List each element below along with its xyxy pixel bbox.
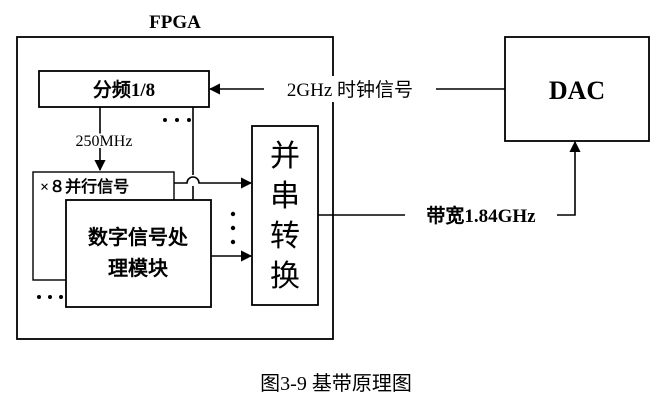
divider-box	[38, 70, 210, 108]
serializer-char-3: 转	[270, 220, 300, 253]
dac-label: DAC	[549, 76, 605, 105]
serializer-char-1: 并	[270, 140, 300, 173]
dot	[59, 295, 63, 299]
dsp-box	[65, 199, 212, 308]
dot	[187, 118, 191, 122]
clock-label-bg	[264, 76, 436, 102]
clock-label: 2GHz 时钟信号	[287, 79, 413, 101]
serializer-char-2: 串	[270, 180, 300, 213]
dsp-line-2: 理模块	[108, 256, 169, 280]
dot	[37, 295, 41, 299]
freq-250-label: 250MHz	[76, 133, 133, 150]
serializer-char-4: 换	[270, 260, 300, 293]
dot	[48, 295, 52, 299]
caption: 图3-9 基带原理图	[260, 372, 412, 395]
dac-box	[504, 36, 650, 142]
dot	[230, 239, 236, 245]
divider-label: 分频1/8	[93, 78, 155, 101]
dot	[230, 225, 236, 231]
fpga-label: FPGA	[149, 12, 201, 33]
parallel-to-serializer-arrow	[174, 176, 253, 189]
bandwidth-label: 带宽1.84GHz	[426, 204, 536, 227]
serializer-to-dac-arrow	[318, 140, 581, 216]
bandwidth-label-bg	[405, 201, 557, 229]
dsp-line-1: 数字信号处	[88, 225, 189, 249]
dot	[230, 211, 236, 217]
dot	[175, 118, 179, 122]
parallel-label: ×８并行信号	[40, 177, 129, 196]
dot	[163, 118, 167, 122]
